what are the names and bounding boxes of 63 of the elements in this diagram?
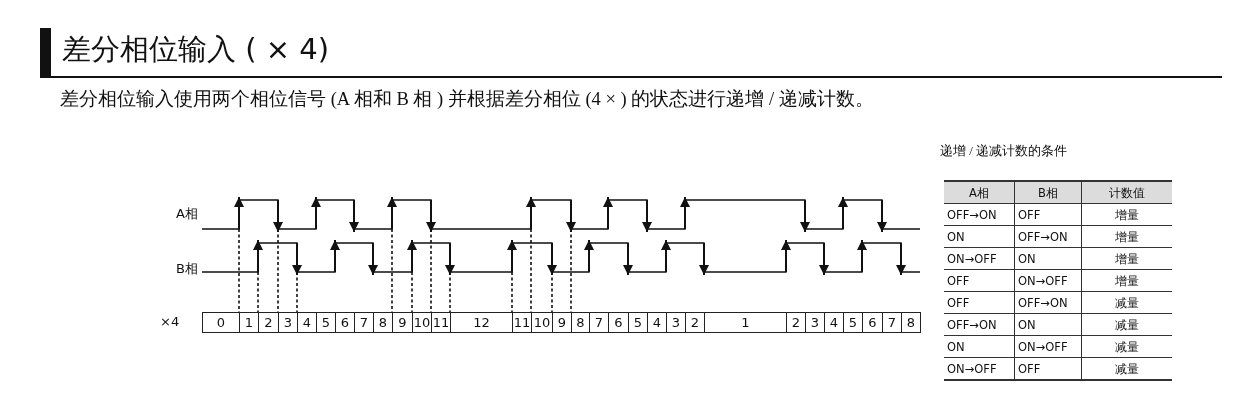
column-header: A相 (944, 181, 1015, 204)
table-cell: 增量 (1081, 269, 1172, 292)
table-cell: ON (944, 335, 1015, 358)
table-cell: OFF (944, 291, 1015, 314)
counter-segment: 3 (805, 312, 825, 333)
table-cell: ON→OFF (1014, 335, 1082, 358)
counter-segment: 3 (278, 312, 298, 333)
counter-segment: 6 (335, 312, 355, 333)
table-cell: 减量 (1081, 313, 1172, 336)
counter-segment: 11 (431, 312, 451, 333)
counter-segment: 11 (512, 312, 532, 333)
heading: 差分相位输入 ( × 4) (62, 31, 330, 68)
description-text: 差分相位输入使用两个相位信号 (A 相和 B 相 ) 并根据差分相位 (4 × ) 的状态进行递增 / 递减计数。 (60, 88, 874, 111)
table-cell: ON (944, 225, 1015, 248)
table-cell: OFF (1014, 203, 1082, 226)
counter-segment: 2 (786, 312, 806, 333)
signal-label: B相 (176, 261, 198, 277)
table-cell: OFF (944, 269, 1015, 292)
table-cell: 增量 (1081, 247, 1172, 270)
counter-segment: 1 (704, 312, 787, 333)
counter-segment: 5 (628, 312, 648, 333)
counter-segment: 12 (450, 312, 513, 333)
table-cell: OFF→ON (944, 313, 1015, 336)
table-cell: 减量 (1081, 357, 1172, 380)
table-cell: OFF (1014, 357, 1082, 380)
table-cell: ON (1014, 313, 1082, 336)
multiplier-label: ×4 (160, 314, 180, 330)
counter-segment: 10 (412, 312, 432, 333)
table-cell: ON→OFF (944, 247, 1015, 270)
counter-segment: 2 (685, 312, 705, 333)
table-cell: OFF→ON (1014, 291, 1082, 314)
table-cell: 减量 (1081, 291, 1172, 314)
counter-segment: 6 (862, 312, 883, 333)
counter-segment: 8 (901, 312, 921, 333)
column-header: 计数值 (1081, 181, 1172, 204)
table-cell: OFF→ON (1014, 225, 1082, 248)
counter-segment: 9 (392, 312, 413, 333)
table-cell: ON→OFF (1014, 269, 1082, 292)
counter-segment: 1 (239, 312, 259, 333)
counter-segment: 2 (258, 312, 279, 333)
counter-segment: 7 (882, 312, 902, 333)
table-cell: 增量 (1081, 203, 1172, 226)
counter-segment: 7 (354, 312, 374, 333)
column-header: B相 (1014, 181, 1082, 204)
table-cell: OFF→ON (944, 203, 1015, 226)
counter-segment: 4 (824, 312, 844, 333)
counter-segment: 0 (202, 312, 240, 333)
counter-segment: 10 (531, 312, 553, 333)
counter-segment: 7 (589, 312, 609, 333)
table-cell: 减量 (1081, 335, 1172, 358)
signal-label: A相 (176, 206, 198, 222)
counter-segment: 9 (552, 312, 572, 333)
table-cell: ON (1014, 247, 1082, 270)
table-title: 递增 / 递减计数的条件 (940, 142, 1068, 160)
counter-segment: 5 (316, 312, 336, 333)
counter-segment: 4 (647, 312, 667, 333)
counter-segment: 3 (666, 312, 686, 333)
counter-segment: 5 (843, 312, 863, 333)
table-cell: 增量 (1081, 225, 1172, 248)
counter-segment: 4 (297, 312, 317, 333)
counter-segment: 8 (373, 312, 393, 333)
table-cell: ON→OFF (944, 357, 1015, 380)
counter-segment: 6 (608, 312, 629, 333)
